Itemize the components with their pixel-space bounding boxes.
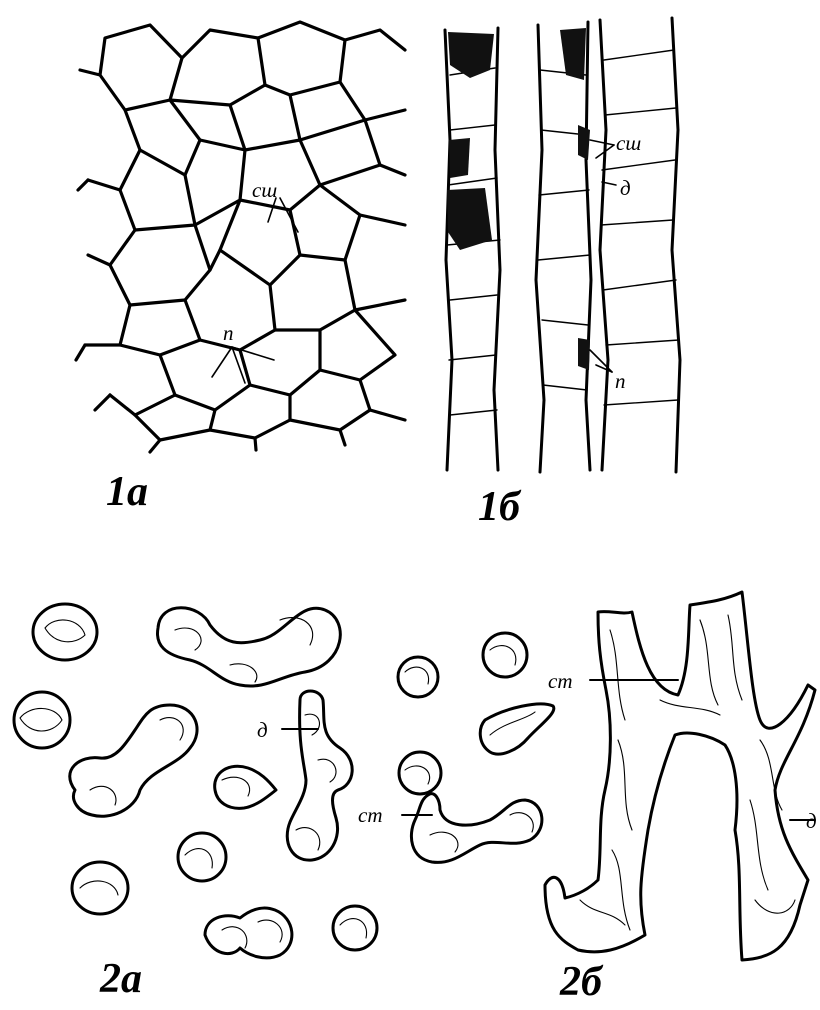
panel-2a-caption: 2а bbox=[99, 956, 142, 1002]
panel-1a-pointers bbox=[212, 198, 298, 383]
panel-1a: сш п 1а bbox=[76, 22, 405, 515]
panel-1a-label-sutura: сш bbox=[252, 178, 277, 202]
panel-1b-dark-deposits bbox=[447, 28, 590, 370]
panel-2b-caption: 2б bbox=[559, 959, 604, 1005]
panel-2b-label-d: д bbox=[806, 809, 817, 833]
panel-1b: сш д п 1б bbox=[445, 18, 680, 530]
panel-1b-label-pore: п bbox=[615, 369, 626, 393]
panel-1b-strands bbox=[445, 18, 680, 472]
panel-2a-label-st: ст bbox=[358, 803, 383, 827]
panel-2b: ст д 2б bbox=[545, 592, 817, 1005]
panel-1a-caption: 1а bbox=[106, 469, 148, 515]
panel-1b-caption: 1б bbox=[478, 484, 522, 530]
panel-2a-label-d: д bbox=[257, 718, 268, 742]
panel-1b-label-d: д bbox=[620, 176, 631, 200]
panel-1a-cell-network bbox=[76, 22, 405, 452]
panel-2a: д ст 2а bbox=[14, 604, 554, 1002]
panel-1b-label-sutura: сш bbox=[616, 131, 641, 155]
panel-1a-label-pore: п bbox=[223, 321, 234, 345]
panel-2b-label-st: ст bbox=[548, 669, 573, 693]
panel-2a-particles bbox=[14, 604, 554, 958]
